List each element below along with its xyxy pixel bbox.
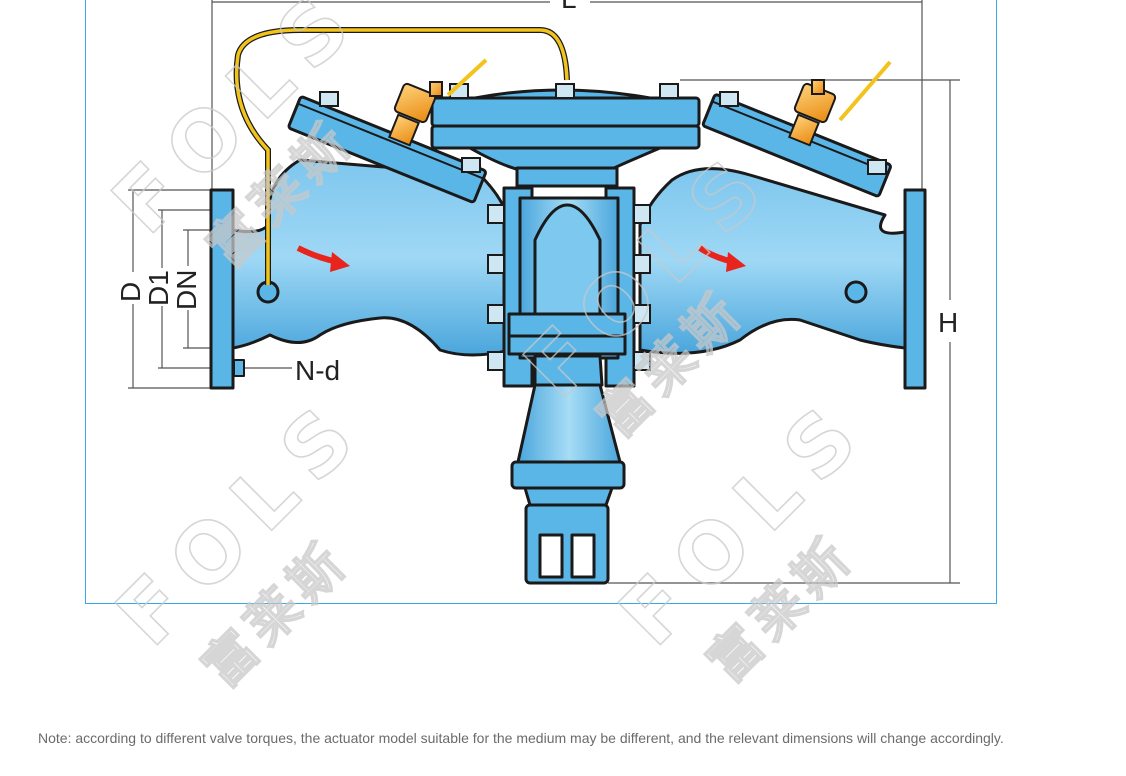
dim-label-D1: D1 <box>143 270 174 306</box>
ball-valve-right <box>788 60 892 147</box>
diagram-frame <box>85 0 997 604</box>
note-text: Note: according to different valve torqu… <box>38 730 1004 746</box>
flow-arrow-icon <box>296 245 746 272</box>
dim-label-L: L <box>561 0 577 14</box>
flange-bolts <box>319 83 887 371</box>
dim-label-DN: DN <box>171 270 202 310</box>
ball-valve-left <box>388 58 488 147</box>
dim-label-Nd: N-d <box>295 355 340 386</box>
dim-label-D: D <box>115 282 146 302</box>
valve-diagram: L H D D1 DN N-d <box>94 0 960 700</box>
dim-label-H: H <box>938 307 958 338</box>
valve-body <box>209 88 927 585</box>
